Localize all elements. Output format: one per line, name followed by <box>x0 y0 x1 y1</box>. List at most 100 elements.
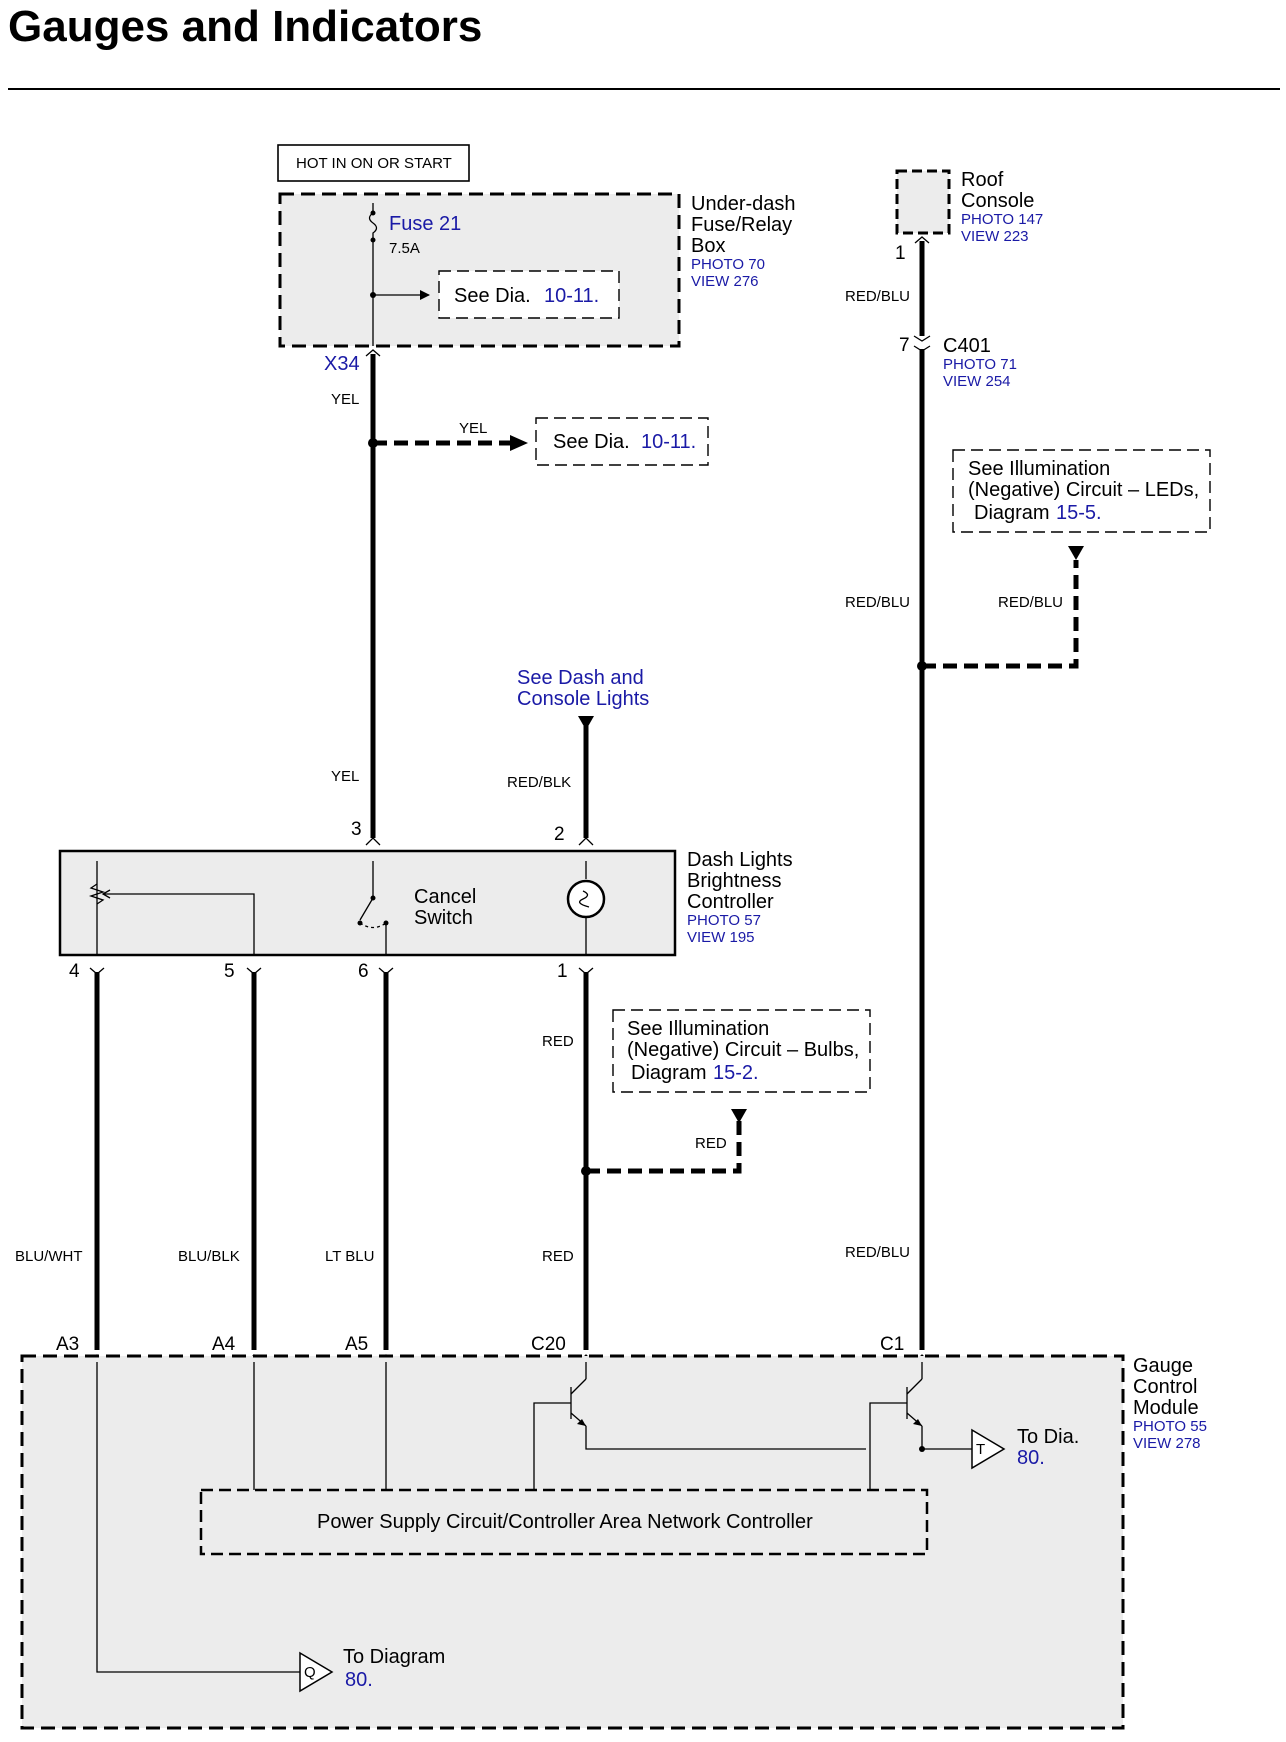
controller-pin-2-connector <box>578 837 594 846</box>
illum-bulbs-line1: See Illumination <box>627 1018 769 1040</box>
controller-photo[interactable]: PHOTO 57 <box>687 912 761 929</box>
controller-pin-3: 3 <box>351 819 362 840</box>
wire-label-red-blu-2: RED/BLU <box>845 594 910 611</box>
roof-console-pin: 1 <box>895 243 906 264</box>
fuse-symbol <box>368 203 378 240</box>
wire-label-red-blu-branch: RED/BLU <box>998 594 1063 611</box>
transistor-c20-collector <box>570 1378 587 1395</box>
red-branch-arrowhead <box>731 1109 747 1123</box>
illum-leds-line1: See Illumination <box>968 458 1110 480</box>
gcm-pin-c20: C20 <box>531 1334 566 1355</box>
illum-leds-line2: (Negative) Circuit – LEDs, <box>968 479 1199 501</box>
to-diagram-q-marker[interactable] <box>299 1651 334 1693</box>
controller-pin-3-connector <box>365 837 381 846</box>
fuse-node-top <box>370 210 376 216</box>
roof-console-view[interactable]: VIEW 223 <box>961 228 1029 245</box>
page-title: Gauges and Indicators <box>8 2 482 51</box>
yel-branch-arrowhead <box>510 435 528 451</box>
illum-leds-line3: Diagram <box>974 502 1050 524</box>
see-dia-ref-fuse[interactable]: 10-11. <box>544 285 599 307</box>
to-diagram-q-text: To Diagram <box>343 1646 445 1668</box>
controller-pin-2: 2 <box>554 824 565 845</box>
to-dia-t-marker[interactable] <box>971 1428 1006 1470</box>
pot-wiper-head <box>101 889 111 899</box>
gauge-control-module-box <box>20 1354 1125 1730</box>
fuse-box-view[interactable]: VIEW 276 <box>691 273 759 290</box>
wire-label-red-branch: RED <box>695 1135 727 1152</box>
controller-pin-6: 6 <box>358 961 369 982</box>
dash-console-line1[interactable]: See Dash and <box>517 667 644 689</box>
gcm-pin-a4: A4 <box>212 1334 236 1355</box>
dash-console-arrowhead <box>578 716 594 730</box>
fuse-name: Fuse 21 <box>389 213 461 235</box>
wire-red-blu-branch <box>922 560 1079 669</box>
see-dia-box-fuse[interactable] <box>438 270 620 319</box>
see-dia-text-yel: See Dia. <box>553 431 630 453</box>
wire-label-red-blu-1: RED/BLU <box>845 288 910 305</box>
wire-label-red-2: RED <box>542 1248 574 1265</box>
wire-label-red-1: RED <box>542 1033 574 1050</box>
controller-name-1: Dash Lights <box>687 849 793 871</box>
fuse-relay-box <box>278 192 681 348</box>
illum-bulbs-ref[interactable]: 15-2. <box>713 1062 759 1084</box>
gcm-pin-a5: A5 <box>345 1334 368 1355</box>
gcm-view[interactable]: VIEW 278 <box>1133 1435 1201 1452</box>
fuse-box-name-3: Box <box>691 235 725 257</box>
wire-label-yel-branch: YEL <box>459 420 487 437</box>
c401-connector-symbol <box>913 335 931 352</box>
controller-view[interactable]: VIEW 195 <box>687 929 755 946</box>
wire-label-red-blu-3: RED/BLU <box>845 1244 910 1261</box>
controller-name-3: Controller <box>687 891 774 913</box>
see-dia-ref-yel[interactable]: 10-11. <box>641 431 696 453</box>
red-blu-branch-arrowhead <box>1068 546 1084 560</box>
pot-wiper-arrow <box>103 893 255 955</box>
controller-pin-4: 4 <box>69 961 80 982</box>
transistor-c1-emitter-head <box>913 1419 922 1426</box>
switch-lever <box>359 897 374 921</box>
gcm-photo[interactable]: PHOTO 55 <box>1133 1418 1207 1435</box>
wire-label-red-blk: RED/BLK <box>507 774 571 791</box>
cancel-switch-line2: Switch <box>414 907 473 929</box>
roof-console-name-1: Roof <box>961 169 1004 191</box>
to-diagram-q-ref[interactable]: 80. <box>345 1669 373 1691</box>
controller-pin-5: 5 <box>224 961 235 982</box>
to-dia-t-ref[interactable]: 80. <box>1017 1447 1045 1469</box>
roof-console-name-2: Console <box>961 190 1034 212</box>
illum-bulbs-line3: Diagram <box>631 1062 707 1084</box>
transistor-c1-collector <box>906 1378 923 1395</box>
c401-photo[interactable]: PHOTO 71 <box>943 356 1017 373</box>
to-diagram-q-letter: Q <box>304 1664 316 1681</box>
to-dia-t-text: To Dia. <box>1017 1426 1079 1448</box>
illum-bulbs-box[interactable] <box>612 1009 871 1093</box>
see-dia-box-yel[interactable] <box>535 417 709 466</box>
transistor-c20-base-wire <box>533 1402 571 1490</box>
pot-resistor-icon <box>88 883 106 905</box>
roof-console-connector <box>914 236 930 244</box>
dash-console-line2[interactable]: Console Lights <box>517 688 649 710</box>
transistor-c1-base-wire <box>869 1402 907 1490</box>
gcm-pin-a3: A3 <box>56 1334 79 1355</box>
hot-in-box <box>277 144 470 182</box>
transistor-c20-out <box>585 1426 866 1450</box>
wire-label-blu-blk: BLU/BLK <box>178 1248 240 1265</box>
wire-label-yel-bottom: YEL <box>331 768 359 785</box>
roof-console-photo[interactable]: PHOTO 147 <box>961 211 1043 228</box>
see-dia-text-fuse: See Dia. <box>454 285 531 307</box>
transistor-c20-emitter-head <box>577 1419 586 1426</box>
gcm-name-1: Gauge <box>1133 1355 1193 1377</box>
fuse-rating: 7.5A <box>389 240 420 257</box>
cancel-switch-line1: Cancel <box>414 886 476 908</box>
wire-label-blu-wht: BLU/WHT <box>15 1248 83 1265</box>
illum-leds-ref[interactable]: 15-5. <box>1056 502 1102 524</box>
controller-pin-1: 1 <box>557 961 568 982</box>
power-supply-can-box <box>199 1488 929 1556</box>
connector-x34: X34 <box>324 353 360 375</box>
gcm-name-3: Module <box>1133 1397 1199 1419</box>
controller-name-2: Brightness <box>687 870 782 892</box>
illum-leds-box[interactable] <box>952 449 1211 533</box>
fuse-box-name-2: Fuse/Relay <box>691 214 792 236</box>
gcm-name-2: Control <box>1133 1376 1197 1398</box>
fuse-box-photo[interactable]: PHOTO 70 <box>691 256 765 273</box>
c401-view[interactable]: VIEW 254 <box>943 373 1011 390</box>
gcm-pin-c1: C1 <box>880 1334 904 1355</box>
